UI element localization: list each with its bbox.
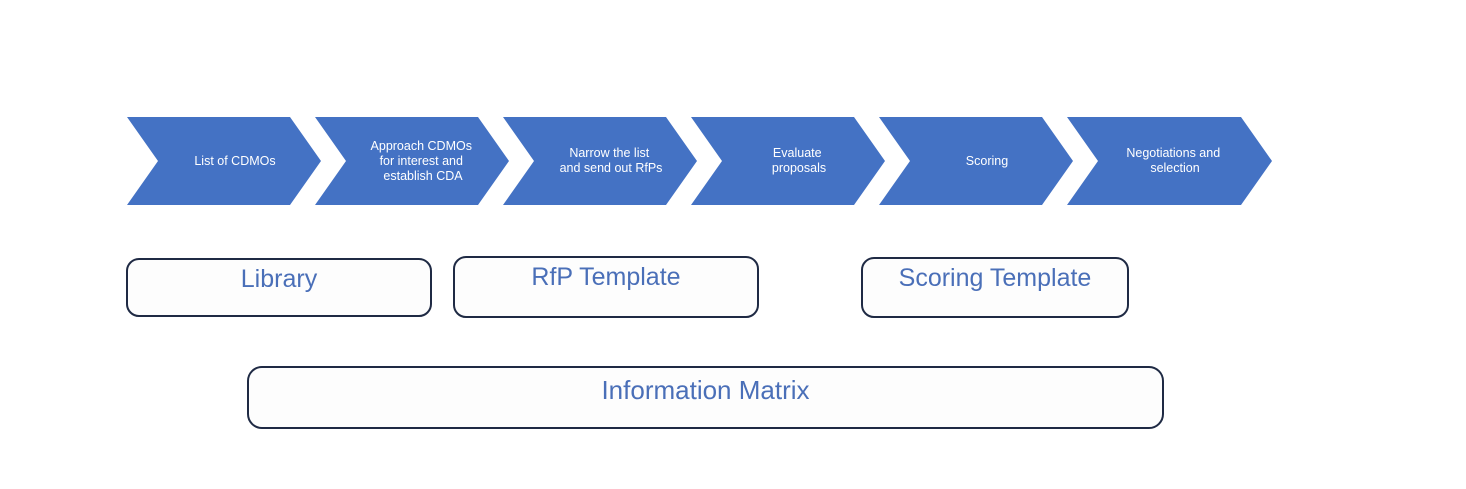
resource-box-information-matrix[interactable]: Information Matrix	[247, 366, 1164, 429]
process-step-5[interactable]: Scoring	[879, 117, 1073, 205]
process-step-2-label: Approach CDMOs for interest and establis…	[371, 139, 476, 183]
process-step-6-label: Negotiations and selection	[1126, 146, 1223, 175]
resource-box-library-label: Library	[240, 265, 318, 293]
chevron-shape	[127, 117, 321, 205]
process-step-5-label: Scoring	[966, 154, 1008, 168]
resource-box-scoring-template[interactable]: Scoring Template	[861, 257, 1129, 318]
process-step-1[interactable]: List of CDMOs	[127, 117, 321, 205]
process-step-3-label: Narrow the list and send out RfPs	[560, 146, 663, 175]
process-step-1-label: List of CDMOs	[194, 154, 275, 168]
process-step-6[interactable]: Negotiations and selection	[1067, 117, 1272, 205]
chevron-shape	[691, 117, 885, 205]
chevron-shape	[315, 117, 509, 205]
resource-box-rfp-template-label: RfP Template	[531, 263, 681, 291]
chevron-shape	[879, 117, 1073, 205]
process-step-2[interactable]: Approach CDMOs for interest and establis…	[315, 117, 509, 205]
chevron-shape	[503, 117, 697, 205]
process-step-4[interactable]: Evaluate proposals	[691, 117, 885, 205]
chevron-shape	[1067, 117, 1272, 205]
resource-box-information-matrix-label: Information Matrix	[601, 375, 810, 405]
resource-box-scoring-template-label: Scoring Template	[898, 264, 1092, 292]
process-step-4-label: Evaluate proposals	[772, 146, 826, 175]
resource-box-library[interactable]: Library	[126, 258, 432, 317]
process-step-3[interactable]: Narrow the list and send out RfPs	[503, 117, 697, 205]
resource-box-rfp-template[interactable]: RfP Template	[453, 256, 759, 318]
